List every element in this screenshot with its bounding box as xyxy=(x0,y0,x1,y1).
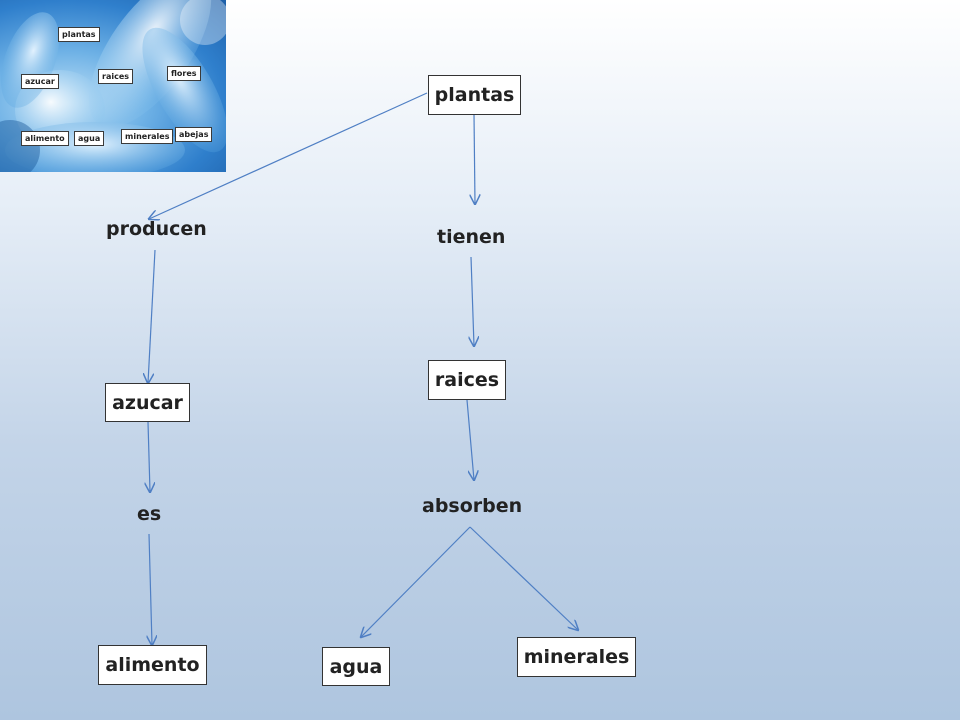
thumbnail-label-flores: flores xyxy=(167,66,201,81)
node-minerales: minerales xyxy=(517,637,636,677)
node-plantas: plantas xyxy=(428,75,521,115)
arrow-raices-absorben xyxy=(466,399,474,480)
arrow-plantas-producen xyxy=(149,92,428,219)
thumbnail-label-raices: raices xyxy=(98,69,134,84)
arrow-tienen-raices xyxy=(471,256,474,346)
thumbnail-label-agua: agua xyxy=(74,131,105,146)
arrow-absorben-minerales xyxy=(469,526,578,630)
node-alimento: alimento xyxy=(98,645,207,685)
thumbnail-label-plantas: plantas xyxy=(58,27,100,42)
thumbnail-label-abejas: abejas xyxy=(175,127,213,142)
node-azucar: azucar xyxy=(105,383,190,422)
link-es: es xyxy=(137,503,162,525)
arrow-plantas-tienen xyxy=(474,113,475,204)
thumbnail-label-azucar: azucar xyxy=(21,74,59,89)
node-raices: raices xyxy=(428,360,506,400)
arrow-azucar-es xyxy=(148,421,150,492)
link-tienen: tienen xyxy=(437,226,506,248)
thumbnail-image: plantas azucar raices flores alimento ag… xyxy=(0,0,226,172)
link-producen: producen xyxy=(106,218,207,240)
thumbnail-label-alimento: alimento xyxy=(21,131,69,146)
link-absorben: absorben xyxy=(422,495,523,517)
arrow-absorben-agua xyxy=(361,526,471,637)
arrow-es-alimento xyxy=(149,533,152,645)
thumbnail-label-minerales: minerales xyxy=(121,129,174,144)
node-agua: agua xyxy=(322,647,390,686)
arrow-producen-azucar xyxy=(148,249,156,383)
